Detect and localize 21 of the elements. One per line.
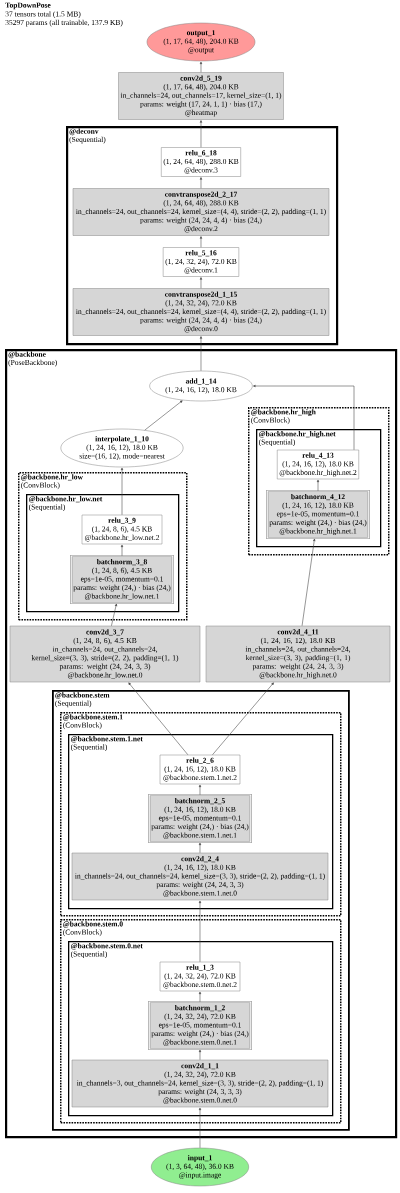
arrow bbox=[128, 682, 189, 756]
arrow bbox=[199, 177, 203, 189]
arrow bbox=[198, 1049, 202, 1061]
arrow bbox=[144, 400, 183, 431]
arrow bbox=[111, 603, 118, 627]
arrow bbox=[199, 277, 203, 289]
arrow bbox=[120, 544, 124, 557]
arrow bbox=[198, 1107, 202, 1149]
arrow bbox=[253, 384, 355, 451]
arrow bbox=[199, 336, 203, 372]
arrow bbox=[301, 538, 316, 627]
arrow bbox=[316, 479, 320, 492]
arrow bbox=[198, 784, 202, 796]
arrow bbox=[199, 61, 203, 73]
arrow bbox=[120, 467, 124, 516]
arrow bbox=[199, 120, 203, 148]
arrow bbox=[198, 991, 202, 1003]
arrow bbox=[198, 842, 202, 854]
arrow bbox=[212, 682, 274, 756]
arrow bbox=[198, 900, 202, 963]
arrow bbox=[199, 236, 203, 248]
